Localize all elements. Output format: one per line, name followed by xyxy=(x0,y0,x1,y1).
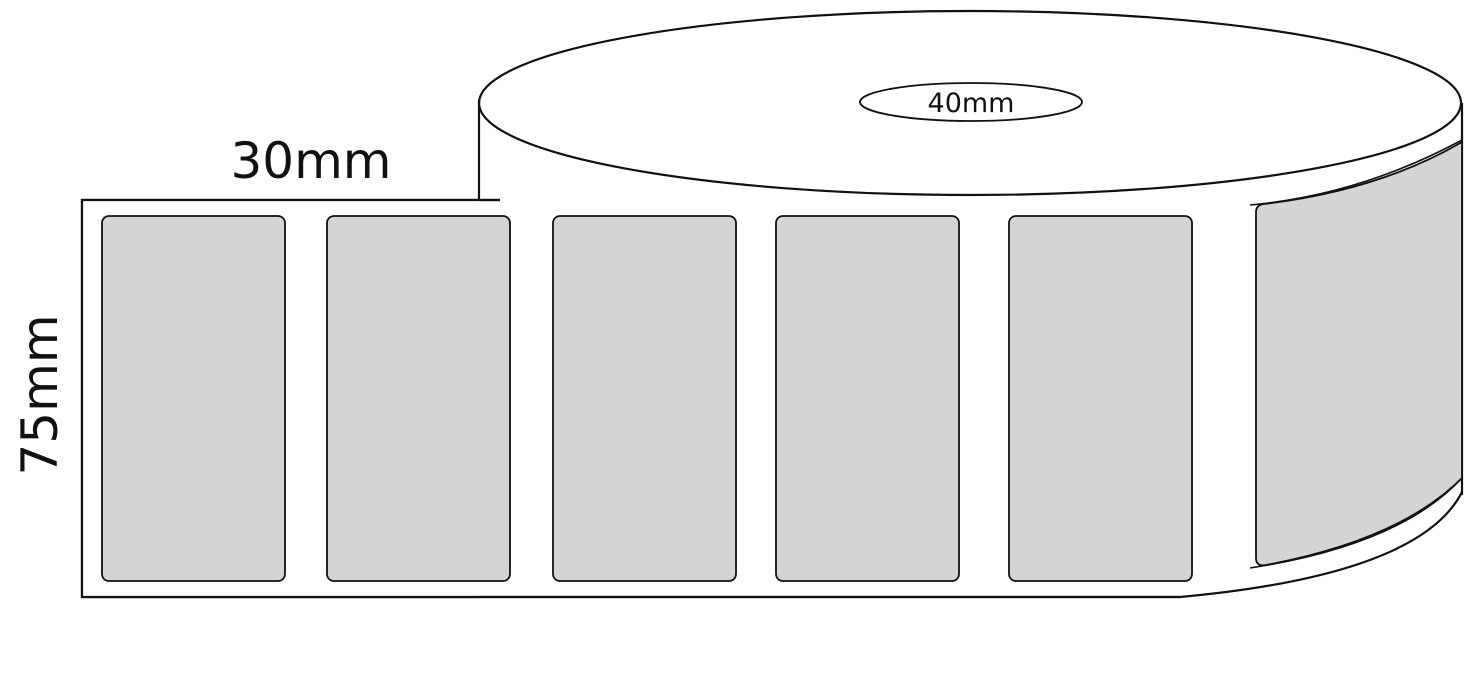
core-diameter-label: 40mm xyxy=(928,88,1015,119)
label-5 xyxy=(1008,215,1193,582)
core-ellipse xyxy=(859,82,1083,122)
label-width-dimension: 30mm xyxy=(230,132,391,190)
label-height-dimension: 75mm xyxy=(11,314,69,475)
label-3 xyxy=(552,215,737,582)
label-4 xyxy=(775,215,960,582)
label-1 xyxy=(101,215,286,582)
roll-bottom-curve xyxy=(1179,491,1463,599)
label-2 xyxy=(326,215,511,582)
labels xyxy=(101,140,1463,582)
label-6-curved xyxy=(1255,140,1463,567)
